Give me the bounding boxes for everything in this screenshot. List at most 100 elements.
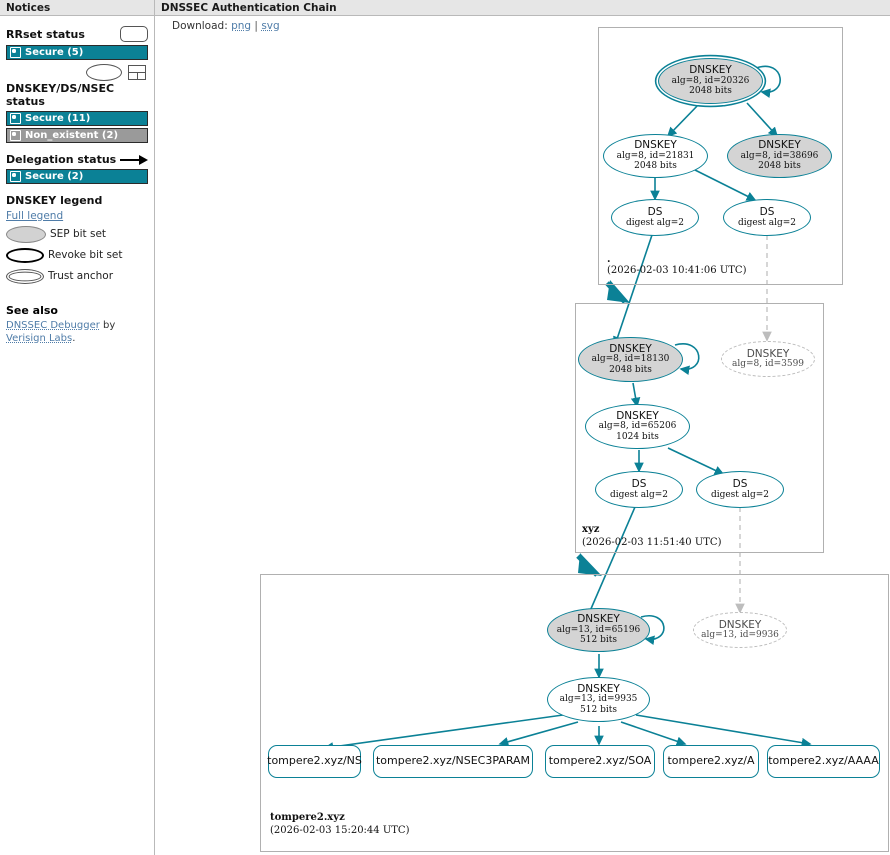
ellipse-double-icon bbox=[6, 268, 44, 284]
full-legend-link[interactable]: Full legend bbox=[6, 210, 64, 222]
legend-entry-label: Trust anchor bbox=[48, 270, 114, 282]
rrset-node-aaaa[interactable]: tompere2.xyz/AAAA bbox=[767, 745, 880, 778]
node-bits-label: 1024 bits bbox=[616, 431, 659, 442]
graph-edges bbox=[323, 65, 812, 752]
rrset-status-title: RRset status bbox=[6, 26, 148, 42]
zone-timestamp-root: (2026-02-03 10:41:06 UTC) bbox=[607, 265, 747, 276]
dnskey-legend-label: DNSKEY legend bbox=[6, 194, 103, 207]
status-badge-icon bbox=[10, 47, 21, 58]
zone-box-tompere2 bbox=[260, 574, 889, 852]
zone-timestamp-tompere2: (2026-02-03 15:20:44 UTC) bbox=[270, 825, 410, 836]
ds-node-xyz-2[interactable]: DS digest alg=2 bbox=[696, 471, 784, 508]
dnskey-node-tompere2-zsk[interactable]: DNSKEY alg=13, id=9935 512 bits bbox=[547, 677, 650, 722]
see-also-period: . bbox=[72, 333, 76, 344]
verisign-labs-link[interactable]: Verisign Labs bbox=[6, 333, 73, 344]
dnskey-node-root-ksk2[interactable]: DNSKEY alg=8, id=38696 2048 bits bbox=[727, 134, 832, 178]
zone-label-tompere2: tompere2.xyz bbox=[270, 812, 345, 823]
download-line: Download: png | svg bbox=[155, 16, 890, 32]
rrset-node-nsec3param[interactable]: tompere2.xyz/NSEC3PARAM bbox=[373, 745, 533, 778]
node-type-label: DNSKEY bbox=[577, 613, 620, 626]
node-alg-id-label: alg=13, id=9935 bbox=[559, 694, 638, 705]
dnskey-node-xyz-zsk[interactable]: DNSKEY alg=8, id=65206 1024 bits bbox=[585, 404, 690, 449]
node-alg-id-label: alg=8, id=21831 bbox=[616, 150, 695, 161]
node-type-label: DS bbox=[647, 206, 663, 218]
node-alg-id-label: alg=8, id=3599 bbox=[731, 359, 805, 369]
rrset-label: tompere2.xyz/A bbox=[667, 754, 755, 768]
node-alg-id-label: alg=8, id=18130 bbox=[591, 354, 670, 365]
rrset-node-ns[interactable]: tompere2.xyz/NS bbox=[267, 745, 362, 778]
dnskey-legend-title: DNSKEY legend bbox=[6, 194, 148, 207]
node-type-label: DNSKEY bbox=[616, 409, 659, 422]
arrow-icon bbox=[120, 154, 148, 165]
node-alg-id-label: alg=13, id=9936 bbox=[701, 630, 779, 640]
status-bar-rrset-secure[interactable]: Secure (5) bbox=[6, 45, 148, 60]
auth-chain-panel: DNSSEC Authentication Chain Download: pn… bbox=[155, 0, 890, 855]
rrset-status-label: RRset status bbox=[6, 27, 85, 41]
status-bar-dnskey-nonexistent[interactable]: Non_existent (2) bbox=[6, 128, 148, 143]
dnskey-ds-nsec-status-label: DNSKEY/DS/NSEC status bbox=[6, 82, 115, 108]
status-bar-dnskey-secure[interactable]: Secure (11) bbox=[6, 111, 148, 126]
legend-entry-trust-anchor: Trust anchor bbox=[6, 266, 148, 286]
status-bar-label: Non_existent (2) bbox=[25, 130, 119, 141]
status-badge-icon bbox=[10, 130, 21, 141]
status-bar-delegation-secure[interactable]: Secure (2) bbox=[6, 169, 148, 184]
see-also-line: DNSSEC Debugger by Verisign Labs. bbox=[6, 319, 148, 345]
dnskey-node-xyz-ksk[interactable]: DNSKEY alg=8, id=18130 2048 bits bbox=[578, 337, 683, 382]
node-type-label: DS bbox=[631, 478, 647, 490]
node-bits-label: 2048 bits bbox=[634, 161, 677, 172]
node-alg-id-label: alg=13, id=65196 bbox=[556, 624, 641, 635]
dnssec-graph: . (2026-02-03 10:41:06 UTC) xyz (2026-02… bbox=[155, 0, 890, 852]
node-type-label: DNSKEY bbox=[577, 682, 620, 695]
zone-timestamp-xyz: (2026-02-03 11:51:40 UTC) bbox=[582, 537, 722, 548]
status-badge-icon bbox=[10, 171, 21, 182]
legend-entry-sep: SEP bit set bbox=[6, 224, 148, 244]
node-type-label: DNSKEY bbox=[689, 64, 732, 77]
dnssec-debugger-link[interactable]: DNSSEC Debugger bbox=[6, 320, 100, 331]
node-alg-id-label: alg=8, id=38696 bbox=[740, 150, 819, 161]
node-bits-label: 2048 bits bbox=[609, 364, 652, 375]
rrset-node-soa[interactable]: tompere2.xyz/SOA bbox=[545, 745, 655, 778]
download-separator: | bbox=[254, 20, 258, 32]
node-digest-label: digest alg=2 bbox=[710, 489, 770, 500]
ds-node-root-2[interactable]: DS digest alg=2 bbox=[723, 199, 811, 236]
notices-sidebar: Notices RRset status Secure (5) DNSKEY/D… bbox=[0, 0, 155, 855]
ellipse-filled-icon bbox=[6, 225, 46, 243]
delegation-status-title: Delegation status bbox=[6, 153, 148, 166]
see-also-connector: by bbox=[99, 320, 116, 331]
node-type-label: DS bbox=[732, 478, 748, 490]
dnskey-node-tompere2-ksk[interactable]: DNSKEY alg=13, id=65196 512 bits bbox=[547, 608, 650, 652]
download-svg-link[interactable]: svg bbox=[261, 20, 280, 32]
ellipse-thick-icon bbox=[6, 247, 44, 263]
dnskey-ds-nsec-status-title: DNSKEY/DS/NSEC status bbox=[6, 82, 148, 108]
download-png-link[interactable]: png bbox=[231, 20, 252, 32]
notices-header: Notices bbox=[0, 0, 154, 16]
node-type-label: DNSKEY bbox=[609, 342, 652, 355]
rrset-label: tompere2.xyz/NS bbox=[267, 754, 362, 768]
node-alg-id-label: alg=8, id=65206 bbox=[598, 421, 677, 432]
legend-entry-revoke: Revoke bit set bbox=[6, 245, 148, 265]
dnskey-node-xyz-nonexistent[interactable]: DNSKEY alg=8, id=3599 bbox=[721, 341, 815, 377]
status-badge-icon bbox=[10, 113, 21, 124]
rrset-label: tompere2.xyz/NSEC3PARAM bbox=[375, 754, 531, 768]
node-bits-label: 2048 bits bbox=[689, 86, 732, 97]
node-bits-label: 512 bits bbox=[580, 635, 617, 646]
see-also-title: See also bbox=[6, 304, 58, 317]
node-digest-label: digest alg=2 bbox=[737, 217, 797, 228]
ds-node-xyz-1[interactable]: DS digest alg=2 bbox=[595, 471, 683, 508]
delegation-status-label: Delegation status bbox=[6, 153, 117, 166]
node-digest-label: digest alg=2 bbox=[625, 217, 685, 228]
rrset-label: tompere2.xyz/AAAA bbox=[768, 754, 879, 768]
ds-node-root-1[interactable]: DS digest alg=2 bbox=[611, 199, 699, 236]
dnskey-node-tompere2-nonexistent[interactable]: DNSKEY alg=13, id=9936 bbox=[693, 612, 787, 648]
node-type-label: DNSKEY bbox=[718, 618, 762, 631]
node-digest-label: digest alg=2 bbox=[609, 489, 669, 500]
node-type-label: DNSKEY bbox=[746, 347, 790, 360]
zone-label-xyz: xyz bbox=[582, 524, 600, 535]
dnskey-node-root-ksk[interactable]: DNSKEY alg=8, id=20326 2048 bits bbox=[658, 58, 763, 104]
dnskey-node-root-zsk[interactable]: DNSKEY alg=8, id=21831 2048 bits bbox=[603, 134, 708, 178]
ellipse-icon bbox=[86, 63, 122, 81]
dnskey-status-icons bbox=[6, 62, 148, 82]
rrset-node-a[interactable]: tompere2.xyz/A bbox=[663, 745, 759, 778]
node-type-label: DNSKEY bbox=[758, 139, 801, 152]
status-bar-label: Secure (5) bbox=[25, 47, 84, 58]
